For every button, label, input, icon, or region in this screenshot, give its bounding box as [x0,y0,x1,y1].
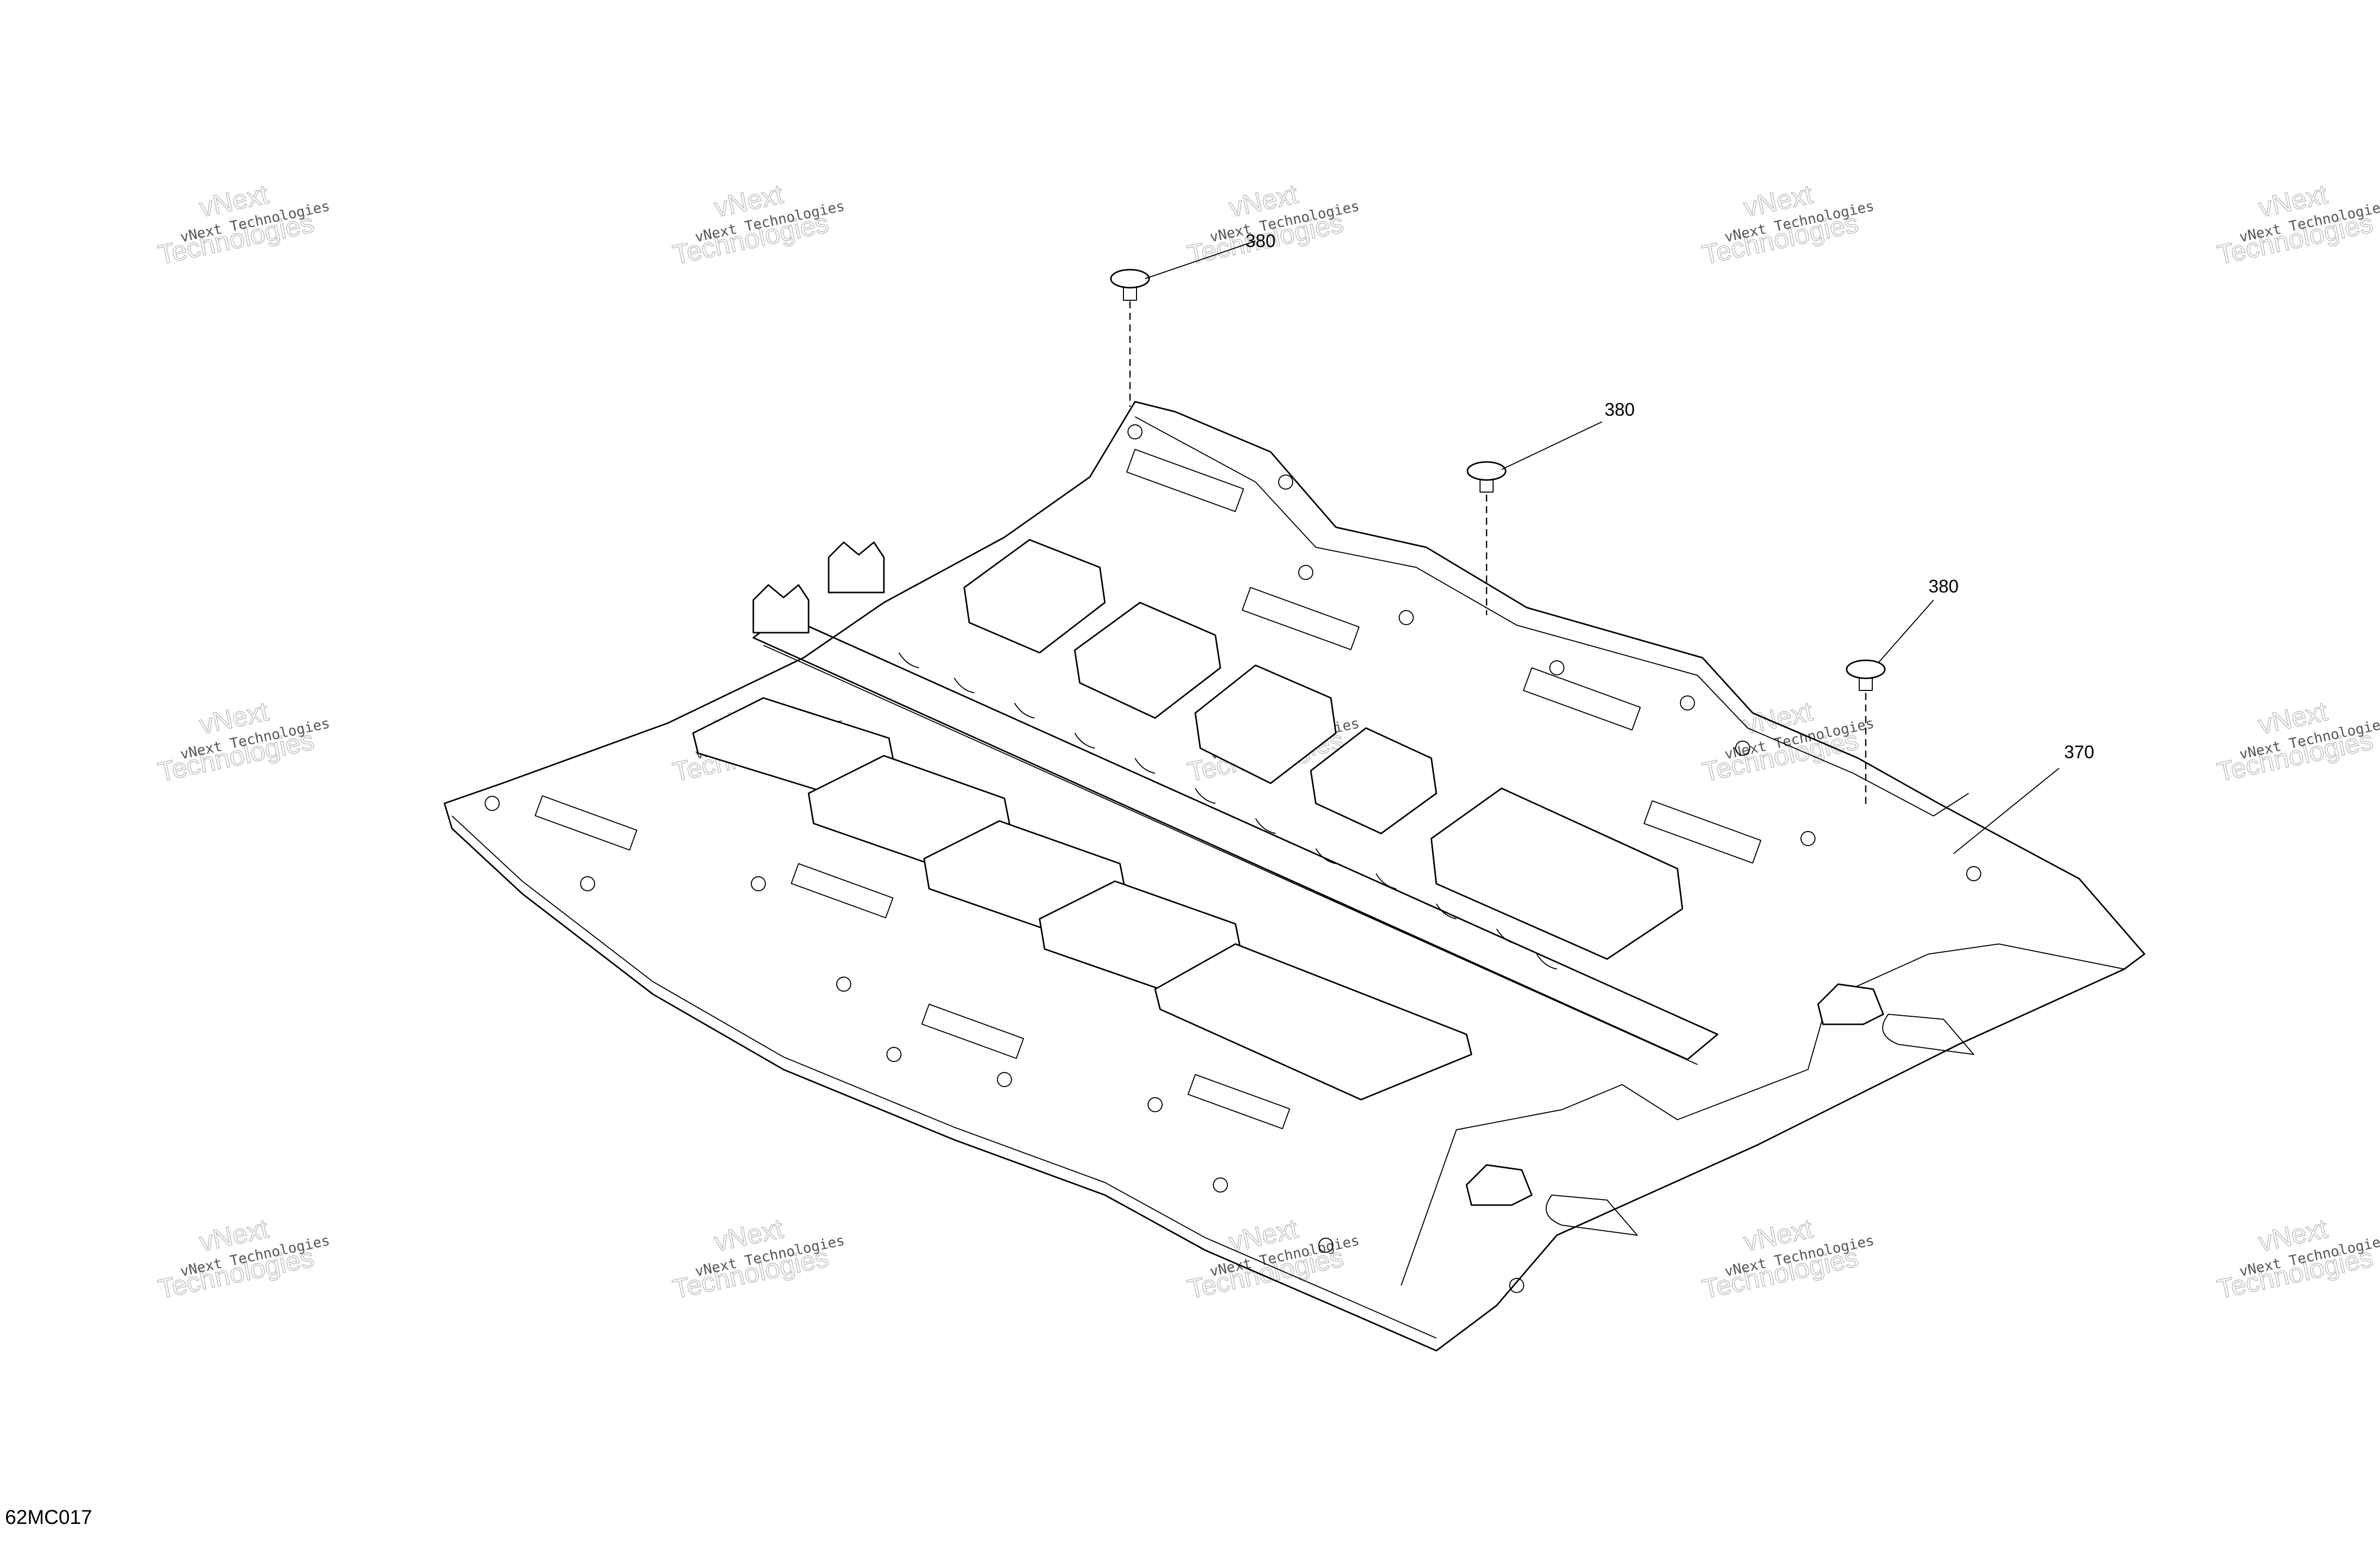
screw-2 [1466,461,1507,615]
skid-plate-rear-band [1135,416,1969,816]
skid-plate [443,401,2145,1352]
rear-post-left [752,584,810,634]
clip-front-left [1465,1164,1533,1206]
screw-1 [1110,269,1150,407]
vent-grilles [534,449,1762,1129]
rear-post-right [828,541,885,594]
drawing-code: 62MC017 [5,1506,92,1528]
callout-label-4: 370 [2064,742,2094,762]
leader-lines [1145,241,2060,854]
lower-panels [692,697,1472,1101]
callout-label-2: 380 [1605,399,1635,420]
rail-bumps [898,652,1557,970]
front-recess [1401,943,2125,1286]
skid-plate-outline [443,401,2145,1352]
screw-3 [1846,659,1886,808]
slot-front-right [1882,1014,1974,1055]
slot-front-left [1545,1195,1638,1236]
skid-plate-front-lip [451,815,1437,1339]
mounting-holes [485,424,1981,1293]
upper-panels [963,539,1683,960]
callout-label-1: 380 [1245,230,1276,251]
callout-label-3: 380 [1929,576,1959,597]
center-rail-inner [763,645,1698,1065]
clip-front-right [1817,983,1884,1025]
